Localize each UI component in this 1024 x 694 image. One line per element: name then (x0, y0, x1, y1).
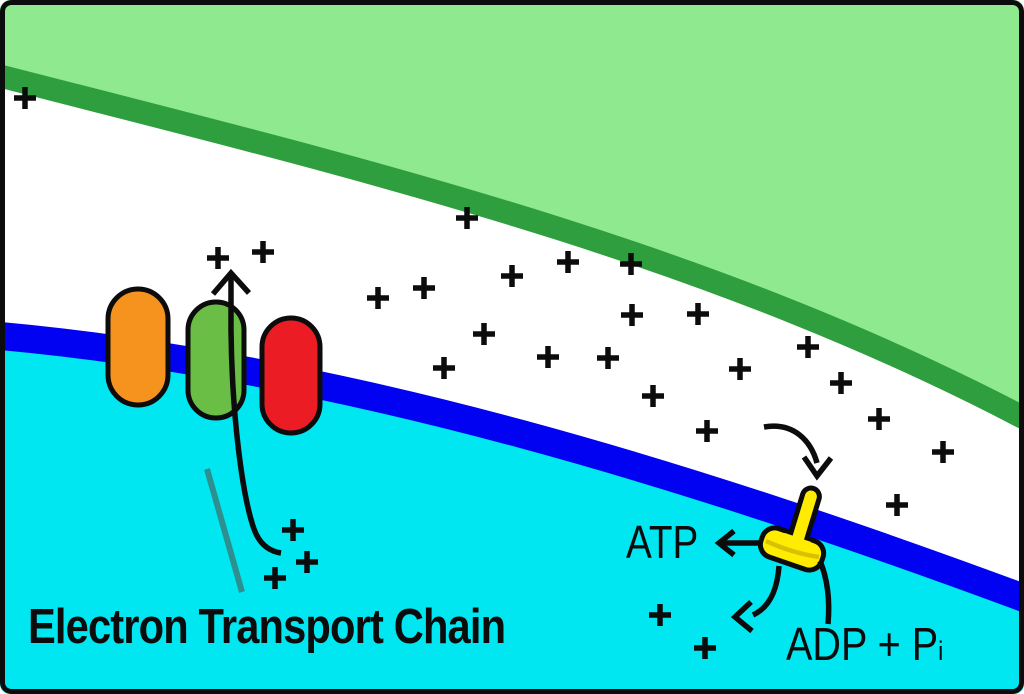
proton-plus (932, 441, 954, 463)
proton-plus (886, 494, 908, 516)
proton-plus (729, 358, 751, 380)
proton-plus (282, 519, 304, 541)
proton-plus (367, 287, 389, 309)
proton-plus (264, 567, 286, 589)
outer-membrane (0, 64, 1024, 429)
atp-synthase (757, 485, 827, 573)
label-pointer-line (204, 468, 245, 593)
proton-plus (14, 87, 36, 109)
adp-pi-label: ADP + Pi (786, 621, 943, 667)
atp-synthase-shading (765, 538, 820, 560)
proton-outflow-arrow (751, 565, 782, 618)
atp-label: ATP (626, 516, 699, 568)
proton-plus (868, 408, 890, 430)
proton-plus (694, 637, 716, 659)
proton-plus (687, 303, 709, 325)
protein-complex-orange (105, 286, 171, 408)
proton-plus (207, 247, 229, 269)
proton-pump-arrow (228, 277, 282, 556)
proton-plus (433, 357, 455, 379)
proton-plus (642, 385, 664, 407)
proton-plus (252, 241, 274, 263)
proton-symbols (14, 87, 954, 659)
proton-plus (696, 420, 718, 442)
adp-pi-main-text: ADP + P (786, 618, 939, 670)
proton-plus (501, 265, 523, 287)
proton-plus (797, 336, 819, 358)
proton-plus (649, 604, 671, 626)
proton-plus (621, 304, 643, 326)
proton-plus (456, 207, 478, 229)
proton-plus (620, 253, 642, 275)
proton-plus (296, 551, 318, 573)
proton-pump-arrowhead (210, 268, 252, 296)
proton-plus (413, 277, 435, 299)
protein-complex-red (259, 315, 323, 436)
atp-output-arrowhead (714, 528, 736, 558)
proton-inflow-arrowhead (801, 455, 834, 481)
proton-plus (830, 372, 852, 394)
proton-outflow-arrowhead (730, 599, 754, 634)
proton-plus (473, 323, 495, 345)
proton-plus (597, 347, 619, 369)
adp-input-line (817, 559, 832, 625)
pi-subscript: i (938, 636, 944, 666)
proton-plus (537, 346, 559, 368)
proton-inflow-arrow (763, 423, 820, 464)
diagram-title: Electron Transport Chain (28, 600, 506, 654)
proton-plus (557, 251, 579, 273)
